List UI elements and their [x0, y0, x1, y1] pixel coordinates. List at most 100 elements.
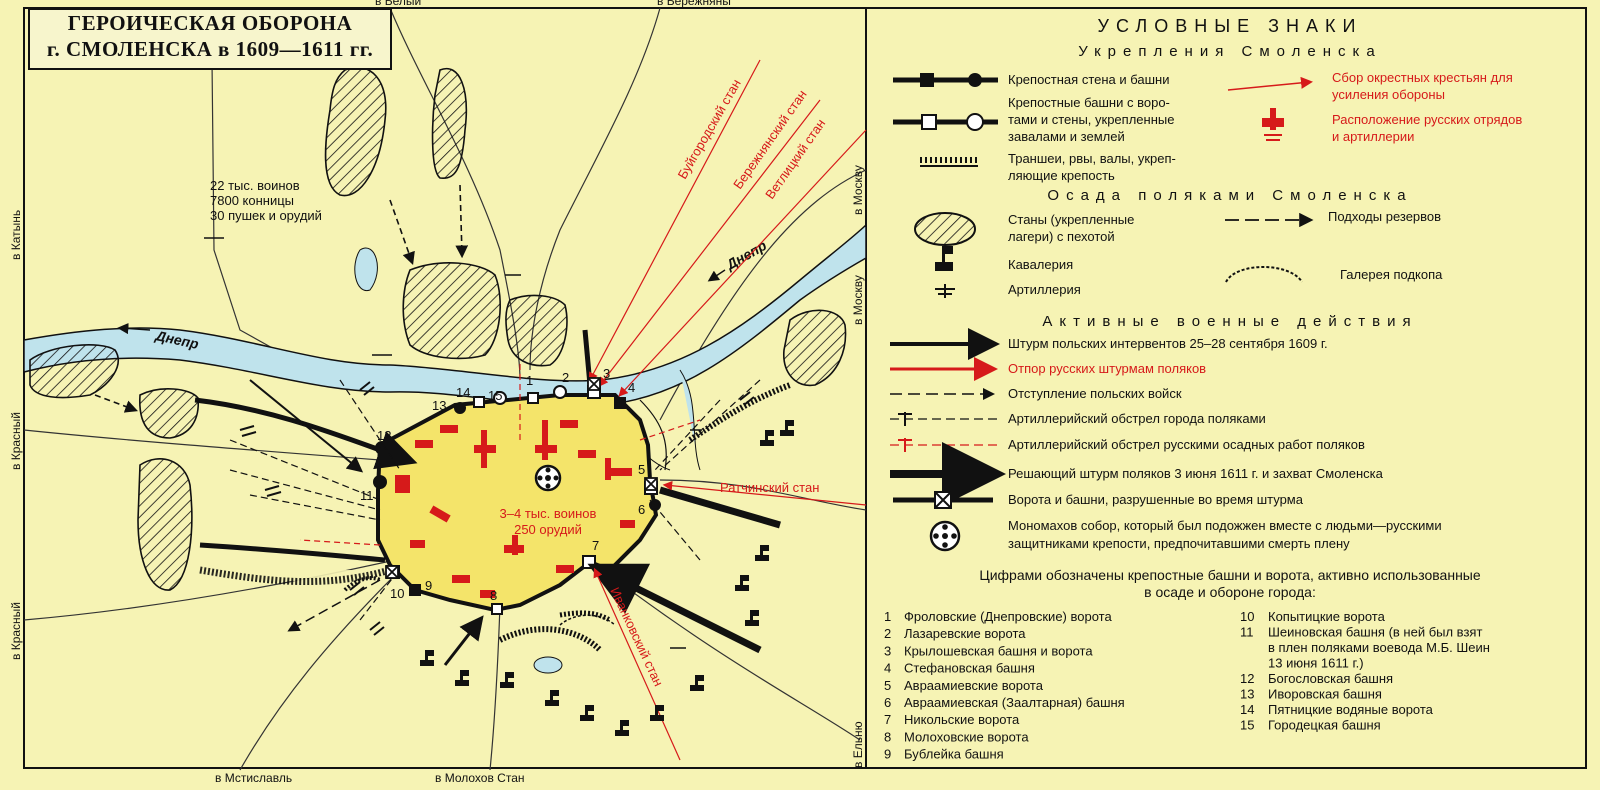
polish-army-guns: 30 пушек и орудий: [210, 208, 322, 223]
legend-camp-symbol: [914, 212, 976, 246]
tower-list-item: в плен поляками воевода М.Б. Шеин: [1268, 640, 1490, 655]
svg-text:7: 7: [592, 538, 599, 553]
tower-list-name: Пятницкие водяные ворота: [1268, 702, 1434, 717]
camp-label-buiyorod: Буйгородский стан: [675, 77, 744, 182]
russian-artillery-fire: [299, 360, 701, 546]
legend-peasants-1: Сбор окрестных крестьян для: [1332, 70, 1513, 85]
svg-text:11: 11: [360, 488, 374, 503]
tower-list-number: 13: [1240, 687, 1254, 702]
camp-1: [324, 66, 387, 197]
tower-list-name: 13 июня 1611 г.): [1268, 656, 1364, 671]
legend-decisive-assault: Решающий штурм поляков 3 июня 1611 г. и …: [1008, 466, 1384, 481]
legend-russian-fire-symbol: [890, 438, 998, 452]
direction-krasnyi-1: в Красный: [9, 412, 23, 470]
tower-list-number: 1: [884, 609, 891, 624]
legend-trenches-2: ляющие крепость: [1008, 168, 1115, 183]
svg-text:8: 8: [490, 588, 497, 603]
legend-destroyed-gates-symbol: [893, 491, 993, 509]
legend-mine-gallery: Галерея подкопа: [1340, 267, 1443, 282]
reserve-arrows: [94, 184, 469, 413]
tower-list-name: Фроловские (Днепровские) ворота: [904, 609, 1112, 624]
camp-3: [402, 262, 501, 360]
legend-actions-heading: Активные военные действия: [1042, 313, 1417, 330]
tower-list-name: Стефановская башня: [904, 661, 1035, 676]
tower-list-number: 10: [1240, 609, 1254, 624]
tower-list-item: 13 июня 1611 г.): [1268, 656, 1364, 671]
garrison-troops: 3–4 тыс. воинов: [500, 506, 597, 521]
camp-2: [431, 67, 468, 179]
legend-wall-towers-symbol: [893, 73, 998, 87]
dnieper-river: [23, 223, 867, 407]
svg-text:5: 5: [638, 462, 645, 477]
tower-list-number: 3: [884, 643, 891, 658]
svg-text:15: 15: [488, 388, 502, 403]
destroyed-gates: [385, 377, 658, 579]
trench-sw: [199, 566, 391, 586]
retreat-arrow: [287, 579, 381, 632]
legend-trenches-1: Траншеи, рвы, валы, укреп-: [1008, 151, 1176, 166]
map-frame: [23, 7, 1587, 769]
legend-cavalry-symbol: [935, 246, 953, 271]
tower-list-name: Молоховские ворота: [904, 729, 1029, 744]
tower-list-number: 5: [884, 678, 891, 693]
map-title-line-2: г. СМОЛЕНСКА в 1609—1611 гг.: [46, 37, 374, 61]
legend-mine-gallery-symbol: [1225, 266, 1303, 283]
svg-text:9: 9: [425, 578, 432, 593]
tower-list-number: 15: [1240, 718, 1254, 733]
legend-polish-fire-symbol: [890, 412, 998, 426]
svg-text:10: 10: [390, 586, 404, 601]
legend-cathedral-symbol: [929, 520, 961, 552]
tower-list-item: 1 Фроловские (Днепровские) ворота: [884, 609, 1112, 624]
trench-e: [688, 382, 792, 443]
assault-1609-arrows: [194, 329, 781, 666]
cavalry-icons: [420, 420, 794, 736]
legend: УСЛОВНЫЕ ЗНАКИ Укрепления Смоленска Креп…: [884, 16, 1522, 762]
tower-list-number: 2: [884, 626, 891, 641]
legend-cathedral-1: Мономахов собор, который был подожжен вм…: [1008, 518, 1442, 533]
direction-moskva-2: в Москву: [851, 275, 865, 325]
trench-s: [498, 626, 603, 653]
polish-army-cavalry: 7800 конницы: [210, 193, 294, 208]
tower-list-name: Копытицкие ворота: [1268, 609, 1386, 624]
tower-list-name: Богословская башня: [1268, 671, 1393, 686]
tower-list-name: Шеиновская башня (в ней был взят: [1268, 625, 1482, 640]
tower-list-number: 11: [1240, 625, 1254, 640]
polish-army-troops: 22 тыс. воинов: [210, 178, 300, 193]
legend-numbers-note-2: в осаде и обороне города:: [1144, 584, 1316, 600]
camp-8: [783, 309, 847, 387]
legend-russian-units-2: и артиллерии: [1332, 129, 1414, 144]
tower-list-name: Авраамиевская (Заалтарная) башня: [904, 695, 1125, 710]
svg-text:3: 3: [603, 366, 610, 381]
camp-6: [139, 388, 199, 439]
towers-list-right: 10 Копытицкие ворота 11 Шеиновская башня (в…: [1240, 609, 1490, 733]
tower-list-number: 12: [1240, 671, 1254, 686]
tower-list-item: 12 Богословская башня: [1240, 671, 1393, 686]
camp-5: [29, 344, 119, 399]
tower-list-number: 9: [884, 747, 891, 762]
legend-russian-units-symbol: [1262, 108, 1284, 141]
direction-krasnyi-2: в Красный: [9, 602, 23, 660]
svg-text:6: 6: [638, 502, 645, 517]
camp-label-ratchinsky: Ратчинский стан: [720, 480, 819, 495]
direction-molokhov: в Молохов Стан: [435, 771, 525, 785]
legend-polish-fire: Артиллерийский обстрел города поляками: [1008, 411, 1266, 426]
tower-list-name: Городецкая башня: [1268, 718, 1381, 733]
tower-list-name: Бублейка башня: [904, 747, 1004, 762]
map-title-line-1: ГЕРОИЧЕСКАЯ ОБОРОНА: [67, 11, 353, 35]
legend-peasants-2: усиления обороны: [1332, 87, 1445, 102]
direction-katyn: в Катынь: [9, 210, 23, 260]
tower-list-item: 15 Городецкая башня: [1240, 718, 1381, 733]
legend-siege-heading: Осада поляками Смоленска: [1047, 187, 1412, 204]
tower-list-number: 7: [884, 712, 891, 727]
tower-list-number: 14: [1240, 702, 1254, 717]
legend-russian-fire: Артиллерийский обстрел русскими осадных …: [1008, 437, 1365, 452]
legend-artillery-symbol: [935, 284, 955, 298]
camp-4: [505, 294, 568, 367]
